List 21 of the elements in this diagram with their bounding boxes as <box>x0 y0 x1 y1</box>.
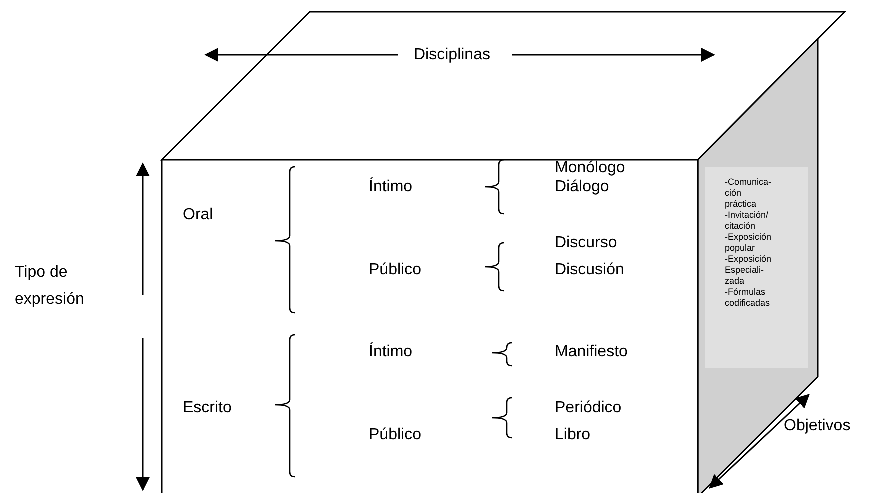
category-label: Oral <box>183 206 214 224</box>
category-label: Libro <box>555 426 591 444</box>
axis-label: Disciplinas <box>414 46 490 64</box>
category-label: Monólogo <box>555 158 626 178</box>
list-item: -Exposición popular <box>725 232 773 254</box>
axis-label: Objetivos <box>784 416 851 436</box>
category-label: Manifiesto <box>555 342 628 362</box>
axis-label: Tipo de expresión <box>15 263 86 310</box>
list-item: -Invitación/ citación <box>725 210 770 232</box>
category-label: Público <box>369 260 422 280</box>
category-label: Público <box>369 426 422 444</box>
list-item: -Comunica- ción práctica <box>725 177 773 210</box>
category-label: Discusión <box>555 260 624 280</box>
category-label: Diálogo <box>555 178 610 196</box>
category-label: Discurso <box>555 234 618 252</box>
category-label: Escrito <box>183 398 232 418</box>
category-label: Periódico <box>555 398 622 418</box>
category-label: Íntimo <box>369 178 413 196</box>
list-item: -Exposición Especiali- zada <box>725 254 773 287</box>
list-item: -Fórmulas codificadas <box>725 287 772 309</box>
category-label: Íntimo <box>369 342 413 362</box>
